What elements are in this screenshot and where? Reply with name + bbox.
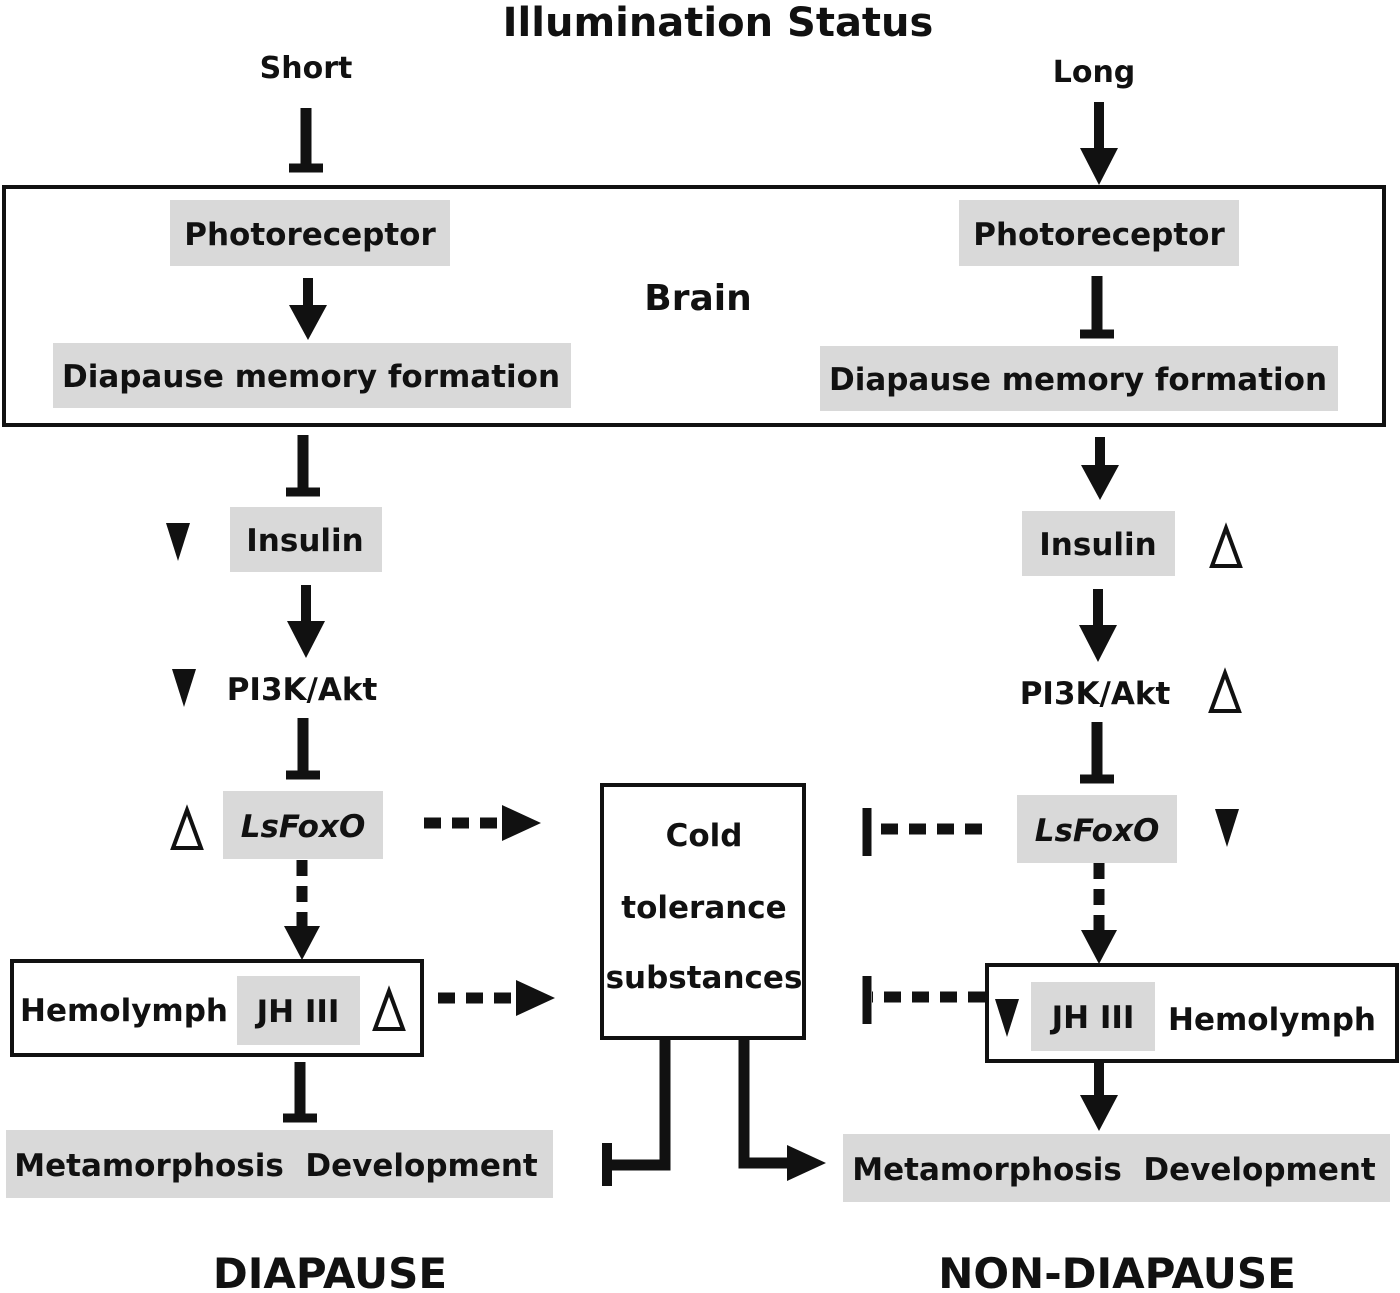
- right-jh-down-indicator: [995, 999, 1019, 1037]
- right-jh-label: JH III: [1050, 1000, 1135, 1036]
- right-foxo-box: [1017, 795, 1177, 863]
- right-photoreceptor-label: Photoreceptor: [973, 217, 1225, 253]
- left-hemolymph-label: Hemolymph: [20, 993, 228, 1029]
- left-foxo-to-jh-dashed-arrow: [284, 860, 320, 960]
- left-jh-box: [237, 976, 360, 1045]
- right-foxo-inhibit-cold-dashed: [862, 808, 982, 856]
- cold-line-1: Cold: [666, 818, 743, 854]
- left-photoreceptor-label: Photoreceptor: [184, 217, 436, 253]
- left-memory-box: [53, 343, 571, 408]
- cold-line-3: substances: [606, 960, 803, 996]
- right-insulin-label: Insulin: [1039, 527, 1156, 563]
- long-label: Long: [1053, 55, 1136, 90]
- right-foxo-label: LsFoxO: [1035, 813, 1160, 849]
- left-jh-label: JH III: [255, 994, 340, 1030]
- left-photo-to-memory-arrow: [289, 278, 327, 340]
- left-metamorphosis-label: Metamorphosis Development: [14, 1148, 538, 1184]
- right-insulin-to-pi3k-arrow: [1079, 589, 1117, 662]
- left-pi3k-down-indicator: [172, 669, 196, 707]
- left-insulin-label: Insulin: [246, 523, 363, 559]
- right-foxo-to-jh-dashed-arrow: [1081, 863, 1117, 964]
- right-hemolymph-frame: [985, 963, 1399, 1063]
- cold-tolerance-box: [600, 783, 806, 1040]
- right-hemolymph-label: Hemolymph: [1168, 1002, 1376, 1038]
- right-pi3k-inhibit-foxo: [1080, 722, 1114, 784]
- right-photoreceptor-box: [959, 200, 1239, 266]
- right-pi3k-label: PI3K/Akt: [1020, 676, 1171, 712]
- left-photoreceptor-box: [170, 200, 450, 266]
- left-pi3k-label: PI3K/Akt: [227, 672, 378, 708]
- right-metamorphosis-label: Metamorphosis Development: [852, 1152, 1376, 1188]
- left-foxo-box: [223, 791, 383, 859]
- left-insulin-to-pi3k-arrow: [287, 585, 325, 658]
- long-activate-arrow: [1080, 102, 1118, 185]
- short-inhibit-arrow: [289, 108, 323, 173]
- diagram-title: Illumination Status: [503, 0, 934, 46]
- left-memory-label: Diapause memory formation: [62, 359, 560, 395]
- cold-inhibit-left-metamorphosis: [602, 1040, 671, 1186]
- left-jh-inhibit-metamorphosis: [283, 1062, 317, 1123]
- right-jh-inhibit-cold-dashed: [862, 976, 985, 1024]
- left-foxo-up-indicator: [170, 804, 204, 850]
- right-metamorphosis-box: [843, 1134, 1390, 1202]
- left-hemolymph-frame: [10, 959, 424, 1057]
- right-jh-box: [1031, 982, 1155, 1051]
- cold-line-2: tolerance: [621, 890, 786, 926]
- left-foxo-label: LsFoxO: [241, 809, 366, 845]
- non-diapause-state-label: NON-DIAPAUSE: [938, 1249, 1296, 1293]
- right-jh-activate-metamorphosis: [1080, 1062, 1118, 1131]
- left-foxo-to-cold-dashed-arrow: [424, 805, 541, 841]
- brain-label: Brain: [644, 278, 751, 319]
- right-pi3k-up-indicator: [1208, 667, 1242, 713]
- right-memory-box: [820, 346, 1338, 411]
- left-brain-inhibit-insulin: [286, 435, 320, 497]
- short-label: Short: [260, 51, 353, 86]
- cold-activate-right-metamorphosis: [738, 1040, 826, 1181]
- right-insulin-box: [1022, 511, 1175, 576]
- left-metamorphosis-box: [6, 1130, 553, 1198]
- right-photo-inhibit-memory: [1080, 276, 1114, 339]
- right-brain-activate-insulin: [1081, 437, 1119, 500]
- left-pi3k-inhibit-foxo: [286, 718, 320, 780]
- right-memory-label: Diapause memory formation: [829, 362, 1327, 398]
- diapause-state-label: DIAPAUSE: [213, 1249, 447, 1293]
- left-insulin-box: [230, 507, 382, 572]
- left-jh-to-cold-dashed-arrow: [438, 980, 555, 1016]
- right-insulin-up-indicator: [1209, 522, 1243, 568]
- right-foxo-down-indicator: [1215, 809, 1239, 847]
- brain-frame: [2, 185, 1386, 427]
- left-jh-up-indicator: [372, 985, 406, 1031]
- left-insulin-down-indicator: [166, 523, 190, 561]
